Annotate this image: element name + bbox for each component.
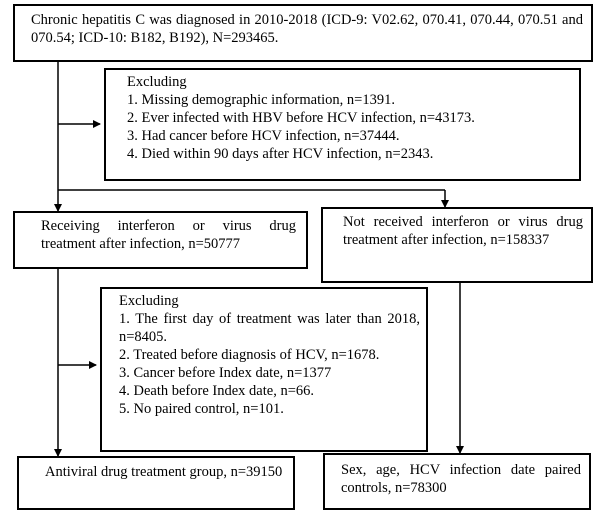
untreated-text: Not received interferon or virus drug tr… [343,214,583,248]
treated-text: Receiving interferon or virus drug treat… [41,218,296,252]
exclusion-2-heading: Excluding [119,293,179,309]
exclusion-2-item: 1. The first day of treatment was later … [119,311,420,345]
exclusion-1-item: 4. Died within 90 days after HCV infecti… [127,146,434,162]
exclusion-1-item: 1. Missing demographic information, n=13… [127,92,395,108]
exclusion-2-item: 4. Death before Index date, n=66. [119,383,314,399]
exclusion-1-heading: Excluding [127,74,187,90]
controls-text: Sex, age, HCV infection date paired cont… [341,462,581,496]
exclusion-box-2: Excluding 1. The first day of treatment … [100,287,428,452]
cohort-box: Chronic hepatitis C was diagnosed in 201… [13,4,593,62]
exclusion-2-item: 5. No paired control, n=101. [119,401,284,417]
untreated-box: Not received interferon or virus drug tr… [321,207,593,283]
treated-box: Receiving interferon or virus drug treat… [13,211,308,269]
exclusion-1-item: 3. Had cancer before HCV infection, n=37… [127,128,400,144]
exclusion-1-item: 2. Ever infected with HBV before HCV inf… [127,110,475,126]
cohort-text: Chronic hepatitis C was diagnosed in 201… [31,12,583,46]
exclusion-2-item: 2. Treated before diagnosis of HCV, n=16… [119,347,380,363]
antiviral-box: Antiviral drug treatment group, n=39150 [17,456,295,510]
exclusion-2-item: 3. Cancer before Index date, n=1377 [119,365,332,381]
antiviral-text: Antiviral drug treatment group, n=39150 [45,464,283,480]
exclusion-box-1: Excluding 1. Missing demographic informa… [104,68,581,181]
controls-box: Sex, age, HCV infection date paired cont… [323,453,591,510]
